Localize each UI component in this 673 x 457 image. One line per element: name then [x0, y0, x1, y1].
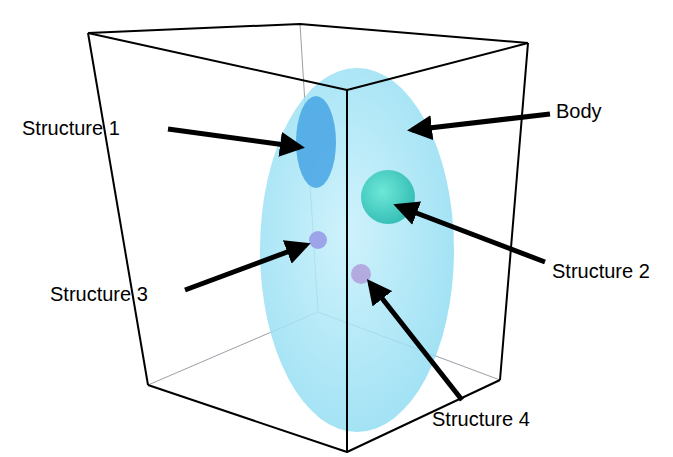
part-label: Structure 2 — [552, 260, 650, 283]
part-label: Structure 3 — [50, 283, 148, 306]
structure-1 — [296, 96, 336, 188]
part-label: Structure 4 — [432, 408, 530, 431]
leader-arrows — [168, 114, 550, 400]
part-label: Body — [556, 100, 602, 123]
structure-2 — [361, 170, 415, 224]
structure-3 — [309, 231, 327, 249]
part-label: Structure 1 — [22, 117, 120, 140]
box-front-edges — [88, 24, 528, 452]
structure-4 — [351, 264, 371, 284]
